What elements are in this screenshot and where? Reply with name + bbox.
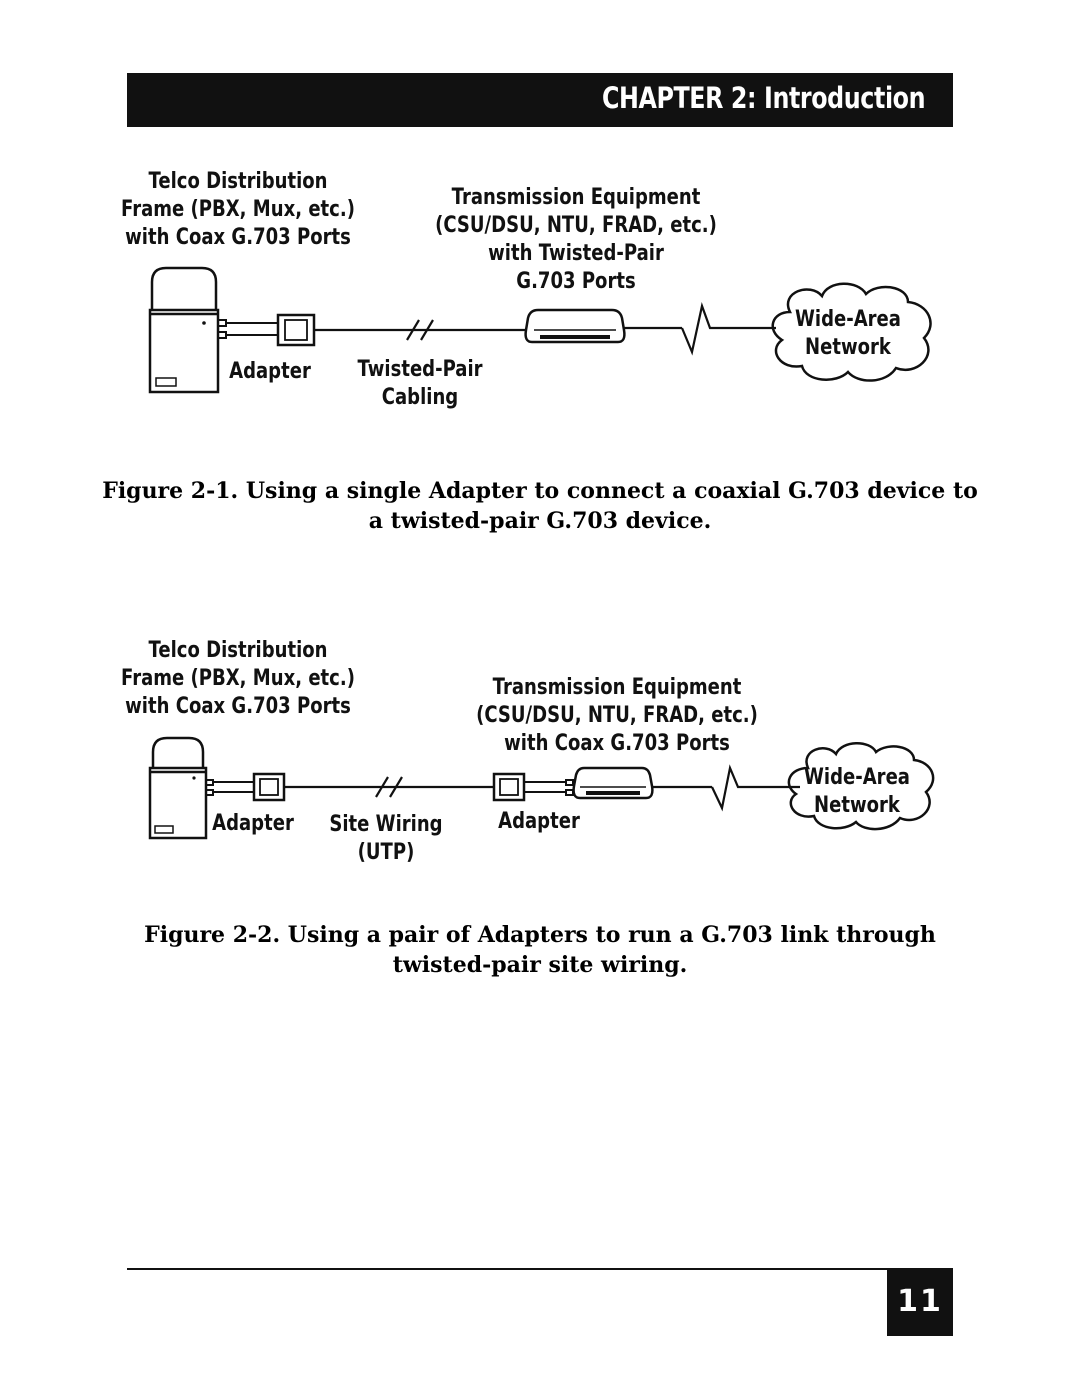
page-number: 11 — [887, 1268, 953, 1336]
chapter-title: CHAPTER 2: Introduction — [601, 81, 926, 115]
telco-frame-icon — [148, 736, 208, 840]
footer-rule — [127, 1268, 887, 1270]
telco-label-line-2: Frame (PBX, Mux, etc.) — [121, 195, 355, 221]
telco-label-line-3: with Coax G.703 Ports — [125, 692, 351, 718]
adapter-label: Adapter — [229, 357, 311, 383]
transmission-label-line-2: (CSU/DSU, NTU, FRAD, etc.) — [435, 211, 717, 237]
cabinet-indicator — [192, 776, 196, 780]
adapter-right-icon — [492, 772, 526, 802]
coax-cables-left — [205, 779, 254, 796]
wiring-label-line-2: (UTP) — [358, 838, 415, 864]
transmission-label-line-1: Transmission Equipment — [452, 183, 701, 209]
caption-line-1: Figure 2-1. Using a single Adapter to co… — [102, 478, 978, 504]
cabling-label-line-2: Cabling — [382, 383, 458, 409]
wiring-label-line-1: Site Wiring — [329, 810, 442, 836]
telco-frame-icon — [148, 266, 220, 394]
wan-label-line-1: Wide-Area — [795, 305, 901, 331]
telco-label-line-2: Frame (PBX, Mux, etc.) — [121, 664, 355, 690]
coax-cables-right — [524, 779, 574, 796]
transmission-label-line-1: Transmission Equipment — [493, 673, 742, 699]
wide-area-network-cloud-icon — [771, 282, 932, 382]
telco-label-line-1: Telco Distribution — [148, 636, 327, 662]
chapter-header: CHAPTER 2: Introduction — [127, 73, 953, 127]
adapter-left-icon — [252, 772, 286, 802]
caption-line-2: a twisted-pair G.703 device. — [368, 508, 712, 534]
caption-line-2: twisted-pair site wiring. — [392, 952, 688, 978]
wide-area-network-cloud-icon — [787, 742, 935, 831]
coax-cables — [217, 319, 278, 339]
wan-label-line-2: Network — [805, 333, 891, 359]
figure-2-2-caption: Figure 2-2. Using a pair of Adapters to … — [100, 920, 980, 980]
figure-2-2-diagram: Telco Distribution Frame (PBX, Mux, etc.… — [121, 636, 935, 864]
figure-2-1-diagram: Telco Distribution Frame (PBX, Mux, etc.… — [121, 167, 932, 409]
caption-line-1: Figure 2-2. Using a pair of Adapters to … — [144, 922, 936, 948]
adapter-icon — [276, 313, 316, 347]
transmission-equipment-icon — [572, 766, 654, 800]
transmission-label-line-3: with Coax G.703 Ports — [504, 729, 730, 755]
transmission-equipment-icon — [524, 308, 626, 344]
transmission-label-line-3: with Twisted-Pair — [488, 239, 664, 265]
adapter-left-label: Adapter — [212, 809, 294, 835]
twisted-pair-line — [314, 319, 526, 341]
telco-label-line-1: Telco Distribution — [148, 167, 327, 193]
wan-label-line-1: Wide-Area — [804, 763, 910, 789]
site-wiring-line — [284, 776, 494, 798]
transmission-label-line-4: G.703 Ports — [516, 267, 635, 293]
transmission-label-line-2: (CSU/DSU, NTU, FRAD, etc.) — [476, 701, 758, 727]
wan-link — [624, 302, 776, 356]
figure-2-1-caption: Figure 2-1. Using a single Adapter to co… — [100, 476, 980, 536]
cabinet-indicator — [202, 321, 206, 325]
telco-label-line-3: with Coax G.703 Ports — [125, 223, 351, 249]
cabling-label-line-1: Twisted-Pair — [357, 355, 482, 381]
wan-label-line-2: Network — [814, 791, 900, 817]
adapter-right-label: Adapter — [498, 807, 580, 833]
wan-link — [652, 764, 800, 812]
